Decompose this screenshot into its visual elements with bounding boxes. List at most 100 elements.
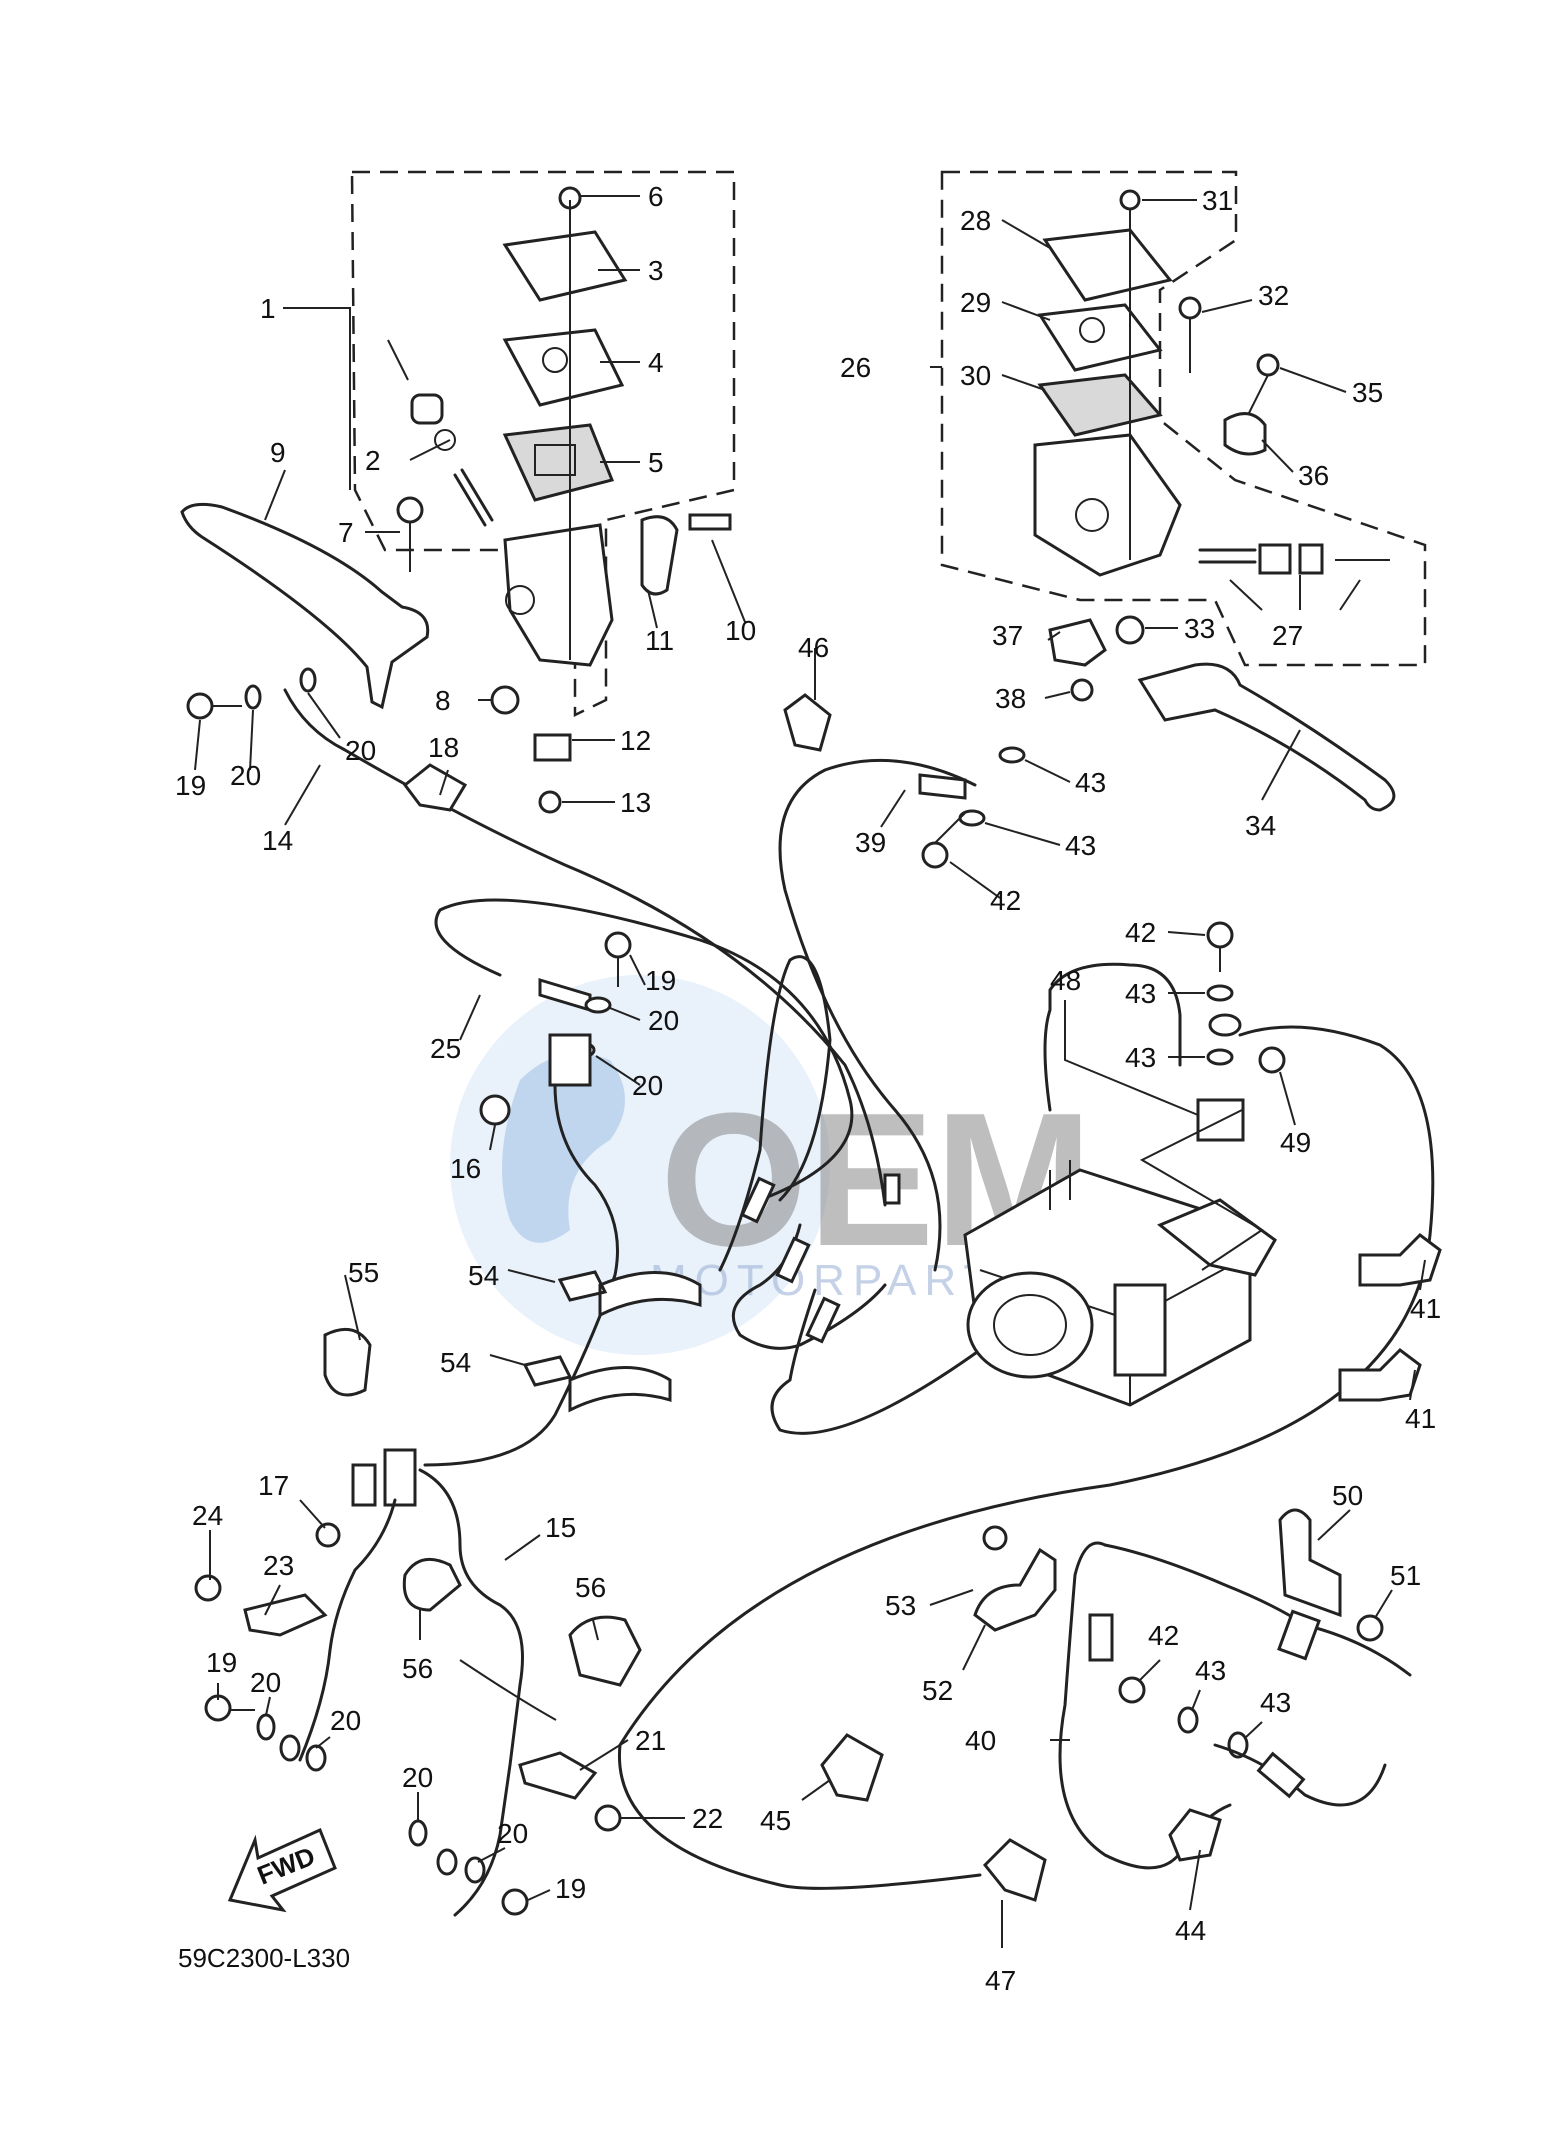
washer-43-d (1206, 1048, 1234, 1066)
fwd-arrow: FWD (227, 1827, 337, 1913)
washer-20-c (584, 996, 612, 1014)
callout-43-a: 43 (1075, 767, 1106, 798)
callout-56-a: 56 (402, 1653, 433, 1684)
piston-kit-27 (1198, 543, 1390, 575)
callout-4: 4 (648, 347, 664, 378)
callout-35: 35 (1352, 377, 1383, 408)
callout-43-e: 43 (1195, 1655, 1226, 1686)
abs-pipe-a (718, 955, 832, 1272)
bolt-24 (194, 1574, 222, 1602)
callout-17: 17 (258, 1470, 289, 1501)
callout-44: 44 (1175, 1915, 1206, 1946)
callout-52: 52 (922, 1675, 953, 1706)
pivot-bolt-7 (396, 496, 424, 572)
callout-48: 48 (1050, 965, 1081, 996)
joint-bracket (383, 1448, 417, 1507)
bolt-49 (1258, 1046, 1286, 1074)
banjo-bolt-42-c (1118, 1676, 1146, 1704)
banjo-bolt-19-top (186, 692, 242, 720)
washer-43-a (998, 746, 1026, 764)
clamp-56-a (402, 1557, 462, 1612)
piston-kit-2 (387, 339, 494, 527)
callout-41-b: 41 (1405, 1403, 1436, 1434)
callout-13: 13 (620, 787, 651, 818)
bolt-22 (594, 1804, 622, 1832)
abs-pipe-d (1043, 962, 1182, 1112)
banjo-bolt-42-a (921, 841, 949, 869)
washer-43-e (1177, 1706, 1199, 1734)
callout-18: 18 (428, 732, 459, 763)
master-cylinder-body (503, 523, 614, 667)
clamp-56-b (568, 1615, 642, 1687)
bolt-51 (1356, 1614, 1384, 1642)
holder-11 (640, 515, 679, 596)
callout-43-c: 43 (1125, 978, 1156, 1009)
front-lever-9 (180, 502, 430, 710)
banjo-bolt-19-mid (604, 931, 632, 959)
bracket-23 (243, 1593, 328, 1637)
callout-3: 3 (648, 255, 664, 286)
callout-26: 26 (840, 352, 871, 383)
callout-14: 14 (262, 825, 293, 856)
callout-43-f: 43 (1260, 1687, 1291, 1718)
callout-1: 1 (260, 293, 276, 324)
callout-53: 53 (885, 1590, 916, 1621)
callout-labels: 1 2 3 4 5 6 7 8 9 10 11 12 13 14 15 16 1… (175, 181, 1441, 1996)
callout-7: 7 (338, 517, 354, 548)
callout-8: 8 (435, 685, 451, 716)
washer-43-c (1206, 984, 1234, 1002)
callout-10: 10 (725, 615, 756, 646)
callout-41-a: 41 (1410, 1293, 1441, 1324)
callout-32: 32 (1258, 280, 1289, 311)
clip-41-a (1358, 1233, 1442, 1287)
callout-33: 33 (1184, 613, 1215, 644)
callout-42-c: 42 (1148, 1620, 1179, 1651)
callout-54-b: 54 (440, 1347, 471, 1378)
callout-2: 2 (365, 445, 381, 476)
diagram-code: 59C2300-L330 (178, 1943, 350, 1973)
callout-42-b: 42 (1125, 917, 1156, 948)
nut-8 (490, 685, 520, 715)
diaphragm-5 (502, 423, 615, 502)
abs-pipe-b (731, 1223, 887, 1350)
watermark-subtext: MOTORPARTS (650, 1256, 1036, 1305)
watermark: OEM MOTORPARTS (450, 975, 1093, 1355)
clamp-21 (518, 1751, 598, 1800)
callout-43-b: 43 (1065, 830, 1096, 861)
brake-hose-right (617, 1025, 1435, 1890)
callout-50: 50 (1332, 1480, 1363, 1511)
callout-40: 40 (965, 1725, 996, 1756)
banjo-bolt-42-b (1206, 921, 1234, 949)
callout-31: 31 (1202, 185, 1233, 216)
callout-20-g: 20 (402, 1762, 433, 1793)
callout-23: 23 (263, 1550, 294, 1581)
callout-24: 24 (192, 1500, 223, 1531)
callout-29: 29 (960, 287, 991, 318)
switch-37 (1048, 618, 1107, 667)
callout-5: 5 (648, 447, 664, 478)
washer-20-e (256, 1713, 276, 1741)
bracket-50 (1278, 1508, 1342, 1618)
rear-master-cylinder-group (940, 170, 1427, 667)
abs-pipe-c (770, 1288, 982, 1435)
callout-30: 30 (960, 360, 991, 391)
washer-20-a (244, 684, 262, 710)
callout-20-a: 20 (230, 760, 261, 791)
brake-pipe-25 (434, 898, 854, 1202)
diaphragm-30 (1037, 373, 1163, 437)
callout-19-d: 19 (555, 1873, 586, 1904)
callout-28: 28 (960, 205, 991, 236)
nut-17 (315, 1522, 341, 1548)
joint-48 (1196, 1098, 1245, 1142)
clip-45 (820, 1733, 884, 1802)
callout-15: 15 (545, 1512, 576, 1543)
diaphragm-plate-29 (1037, 303, 1163, 372)
callout-11: 11 (645, 625, 674, 656)
brake-switch-12 (533, 733, 572, 762)
callout-42-a: 42 (990, 885, 1021, 916)
brake-hose-left (298, 1498, 397, 1762)
rear-lever-34 (1137, 662, 1396, 812)
reservoir-cap-28 (1042, 228, 1173, 302)
reservoir-cap-3 (502, 230, 628, 302)
